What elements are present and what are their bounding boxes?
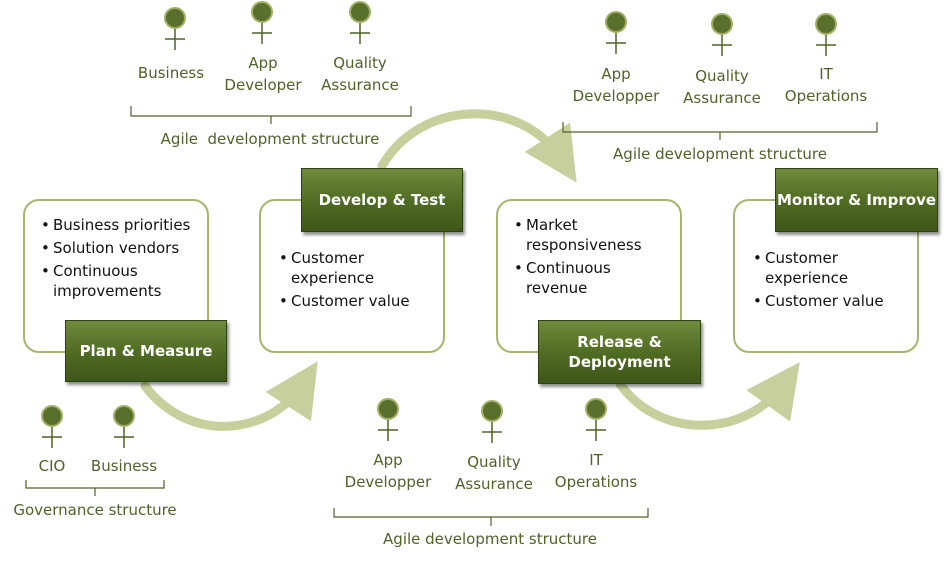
person-icon (604, 10, 628, 54)
person-label-app-developer: App Developer (224, 54, 302, 94)
person-label-app-developper: App Developper (572, 65, 660, 105)
flow-arrow-1 (140, 361, 318, 431)
person-label-quality-assurance-2: Quality Assurance (683, 67, 761, 107)
bracket-top-left (130, 106, 412, 124)
bullet: Continuous revenue (514, 258, 680, 298)
bullet: Business priorities (41, 215, 207, 235)
bullet: Customer value (753, 291, 917, 311)
group-label-top-right: Agile development structure (613, 145, 827, 163)
bullet: Customer experience (753, 248, 917, 288)
group-label-governance: Governance structure (13, 501, 177, 519)
bullet: Continuous improvements (41, 261, 207, 301)
person-label-app-developper-2: App Developper (344, 451, 432, 491)
person-icon (112, 404, 136, 448)
bullet: Market responsiveness (514, 215, 680, 255)
stage-develop-test: Develop & Test (301, 168, 463, 232)
person-icon (163, 6, 187, 50)
person-icon (376, 397, 400, 441)
person-icon (480, 399, 504, 443)
person-label-quality-assurance: Quality Assurance (321, 54, 399, 94)
person-label-it-operations: IT Operations (784, 65, 868, 105)
stage-plan-measure: Plan & Measure (65, 320, 227, 382)
bracket-bottom (333, 508, 649, 526)
bracket-governance (25, 480, 165, 496)
flow-arrow-3 (615, 362, 800, 430)
stage-monitor-improve: Monitor & Improve (775, 168, 938, 232)
person-icon (348, 0, 372, 44)
person-label-it-operations-2: IT Operations (554, 451, 638, 491)
bracket-top-right (562, 122, 878, 140)
bullet: Solution vendors (41, 238, 207, 258)
person-label-business: Business (137, 64, 205, 82)
person-icon (250, 0, 274, 44)
person-label-cio: CIO (38, 457, 66, 475)
group-label-bottom: Agile development structure (383, 530, 597, 548)
person-icon (584, 397, 608, 441)
bullet: Customer value (279, 291, 443, 311)
person-label-quality-assurance-3: Quality Assurance (455, 453, 533, 493)
bullet: Customer experience (279, 248, 443, 288)
stage-release-deployment: Release & Deployment (538, 320, 701, 384)
person-icon (814, 12, 838, 56)
flow-arrow-2 (377, 109, 577, 183)
group-label-top-left: Agile development structure (160, 130, 380, 148)
person-icon (710, 12, 734, 56)
person-icon (40, 404, 64, 448)
person-label-business-2: Business (90, 457, 158, 475)
